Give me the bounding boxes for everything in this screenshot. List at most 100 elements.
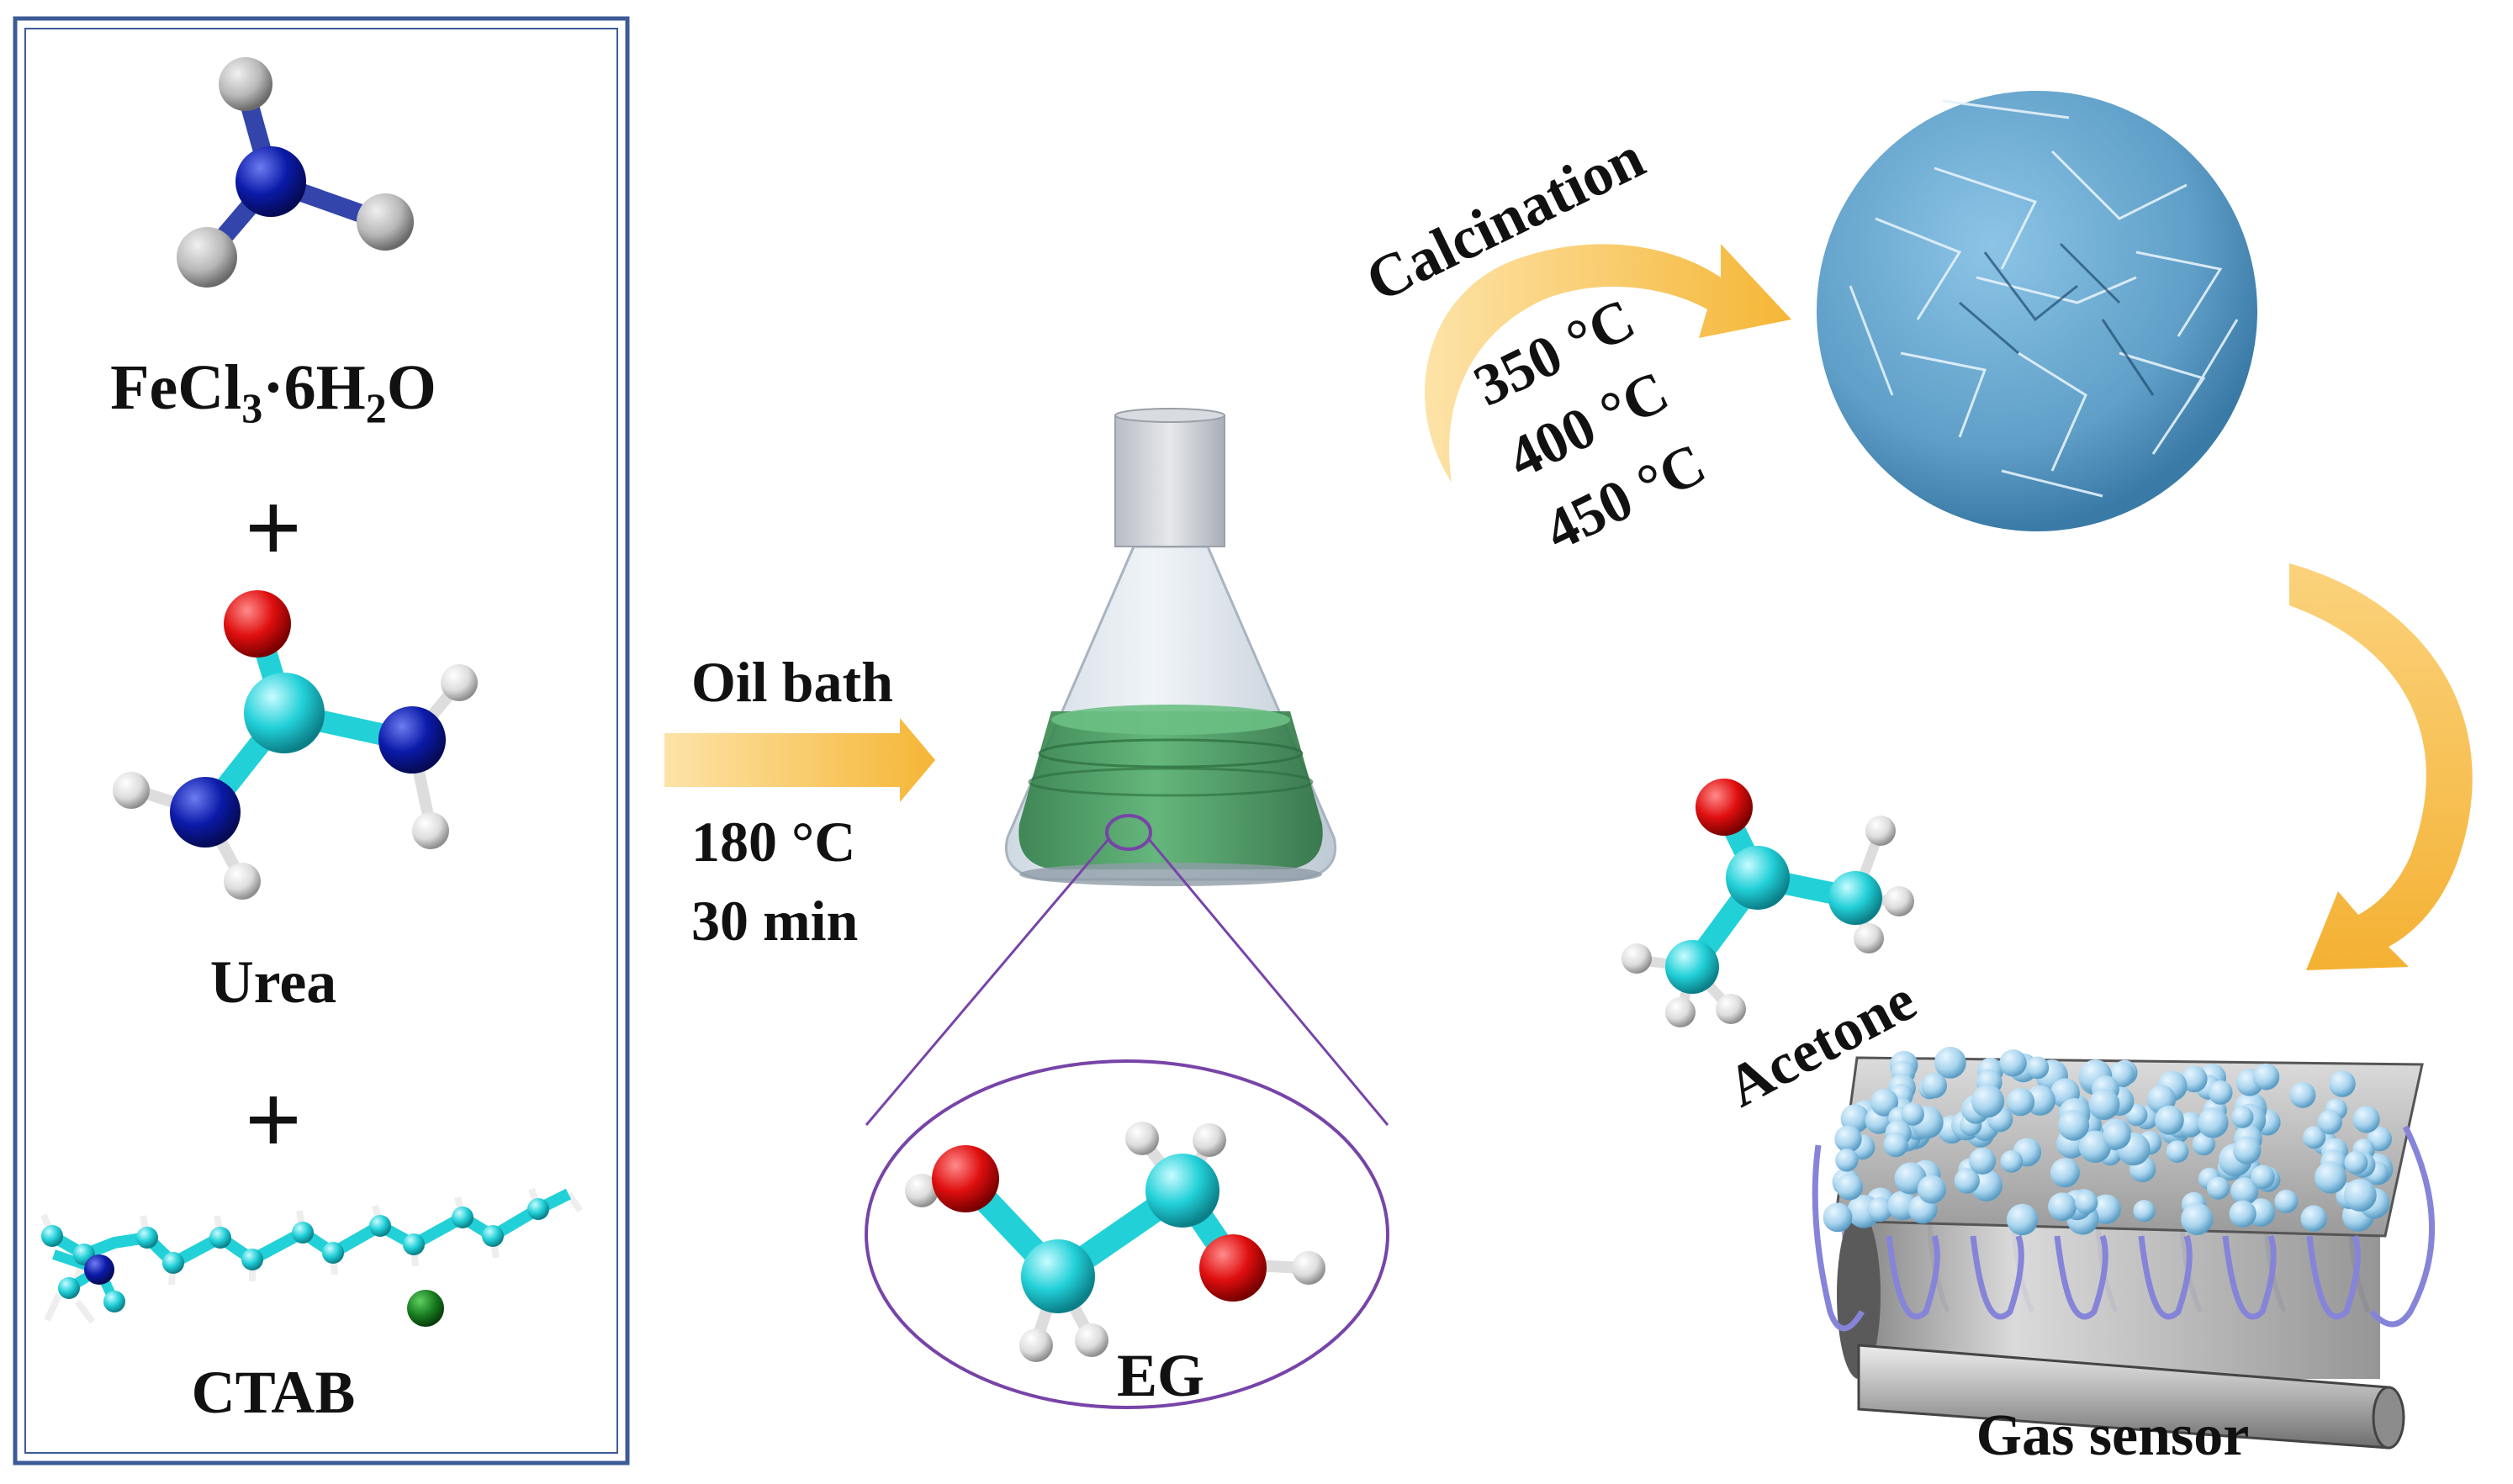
eg-label: EG xyxy=(1117,1342,1204,1409)
sensing-particle xyxy=(2075,1191,2098,1214)
oil-bath-arrow xyxy=(664,718,935,802)
oil-bath-time: 30 min xyxy=(691,889,858,953)
oxygen-atom xyxy=(224,590,291,658)
sensor-tube-body xyxy=(1859,1211,2380,1379)
eg-zoom-callout: EG xyxy=(865,838,1389,1409)
carbon-atom xyxy=(1828,871,1882,925)
sensing-particle xyxy=(1823,1202,1853,1233)
sensing-particle xyxy=(2343,1179,2377,1212)
hydrogen-atom xyxy=(224,863,261,900)
sensing-particle xyxy=(1835,1149,1859,1172)
oil-bath-step: Oil bath 180 °C 30 min xyxy=(664,650,935,953)
sensing-particle xyxy=(2208,1080,2233,1105)
sensing-particle xyxy=(1917,1175,1946,1204)
sensing-particle xyxy=(1921,1072,1947,1099)
oil-bath-label: Oil bath xyxy=(691,650,893,714)
nitrogen-atom xyxy=(170,777,241,848)
sensing-particle xyxy=(2198,1107,2229,1138)
carbon-atom xyxy=(244,673,325,753)
sensing-particle xyxy=(1954,1168,1980,1194)
urea-label: Urea xyxy=(210,948,337,1016)
plus-sign: + xyxy=(245,1064,302,1175)
sensing-particle xyxy=(1901,1102,1924,1126)
sensing-particle xyxy=(2289,1082,2316,1108)
sensing-particle xyxy=(1934,1047,1966,1079)
sensing-particle xyxy=(2026,1056,2050,1080)
heating-coil-front xyxy=(1812,1125,2435,1332)
gray-atom xyxy=(357,193,414,251)
porous-sphere-product xyxy=(1817,91,2257,531)
oxygen-atom xyxy=(932,1145,999,1212)
calcination-arrow xyxy=(1424,244,1791,483)
sensing-particle xyxy=(2230,1177,2259,1206)
sensing-particle xyxy=(2229,1200,2256,1228)
nitrogen-atom xyxy=(378,706,446,774)
hydrogen-atom xyxy=(412,812,449,849)
sphere-flakes xyxy=(1849,99,2239,498)
gray-atom xyxy=(177,227,237,288)
nitrogen-atom xyxy=(235,146,306,217)
sensing-particle xyxy=(2103,1121,2131,1149)
sensing-particle xyxy=(2155,1105,2184,1135)
sensing-particle xyxy=(2177,1112,2204,1138)
sensing-particle xyxy=(2251,1164,2275,1190)
reaction-flask xyxy=(1004,408,1337,886)
acetone-molecule xyxy=(1622,779,1914,1027)
sensing-particle xyxy=(2048,1192,2077,1222)
sensing-particle xyxy=(2000,1150,2024,1173)
ethylene-glycol-molecule xyxy=(905,1122,1325,1362)
ctab-label: CTAB xyxy=(192,1359,356,1426)
sensing-particles xyxy=(1823,1047,2394,1236)
sensing-particle xyxy=(1836,1173,1864,1201)
sensing-particle xyxy=(1969,1147,1997,1175)
hydrogen-atom xyxy=(113,772,150,809)
sphere-body xyxy=(1817,91,2257,531)
sensing-particle xyxy=(2303,1126,2326,1149)
ammonia-like-molecule xyxy=(177,57,414,288)
carbon-atom xyxy=(1145,1154,1219,1228)
reagents-frame-outer xyxy=(13,16,630,1466)
plus-sign: + xyxy=(245,472,302,584)
sensing-particle xyxy=(2352,1106,2380,1133)
oxygen-atom xyxy=(1199,1234,1267,1302)
sensing-particle xyxy=(2317,1109,2342,1135)
sensing-particle xyxy=(1971,1085,2005,1118)
sensing-particle xyxy=(2231,1106,2254,1128)
sensing-particle xyxy=(2006,1203,2039,1236)
flask-liquid xyxy=(1018,711,1323,869)
calcination-step: Calcination 350 °C 400 °C 450 °C xyxy=(1356,123,1791,563)
sensing-particle xyxy=(2300,1205,2327,1232)
ctab-nitrogen-atom xyxy=(84,1254,114,1285)
gas-sensor-label: Gas sensor xyxy=(1976,1403,2250,1468)
sensing-particle xyxy=(2274,1189,2299,1213)
sensing-particle xyxy=(2344,1150,2368,1175)
sensing-particle xyxy=(2050,1158,2080,1188)
urea-molecule xyxy=(113,590,478,900)
sensing-particle xyxy=(2181,1202,2214,1235)
sensing-particle xyxy=(1883,1132,1908,1158)
hydrogen-atom xyxy=(441,664,478,701)
sensing-particle xyxy=(2058,1109,2090,1141)
carbon-atom xyxy=(1021,1239,1095,1313)
gray-atom xyxy=(219,57,272,111)
zoom-spot xyxy=(1105,814,1152,851)
sensing-particle xyxy=(1870,1088,1899,1117)
sensing-particle xyxy=(1867,1196,1892,1223)
sensing-particle xyxy=(2233,1136,2262,1164)
sensing-particle xyxy=(2166,1140,2189,1163)
sensing-particle xyxy=(2192,1132,2215,1156)
sensing-particle xyxy=(2329,1070,2356,1097)
to-sensor-arrow xyxy=(2289,563,2473,970)
sensing-particle xyxy=(2252,1063,2280,1091)
reagents-frame-inner xyxy=(24,28,618,1454)
sensing-particle xyxy=(2207,1176,2230,1200)
oxygen-atom xyxy=(1696,779,1753,836)
gas-sensor-device xyxy=(1812,1047,2435,1450)
carbon-atom xyxy=(1665,940,1719,994)
carbon-atom xyxy=(1726,846,1790,910)
sensing-particle xyxy=(2315,1161,2347,1194)
sensing-particle xyxy=(1999,1049,2027,1077)
sensing-particle xyxy=(2181,1065,2208,1093)
oil-bath-temperature: 180 °C xyxy=(691,810,855,874)
flask-neck xyxy=(1114,415,1225,547)
